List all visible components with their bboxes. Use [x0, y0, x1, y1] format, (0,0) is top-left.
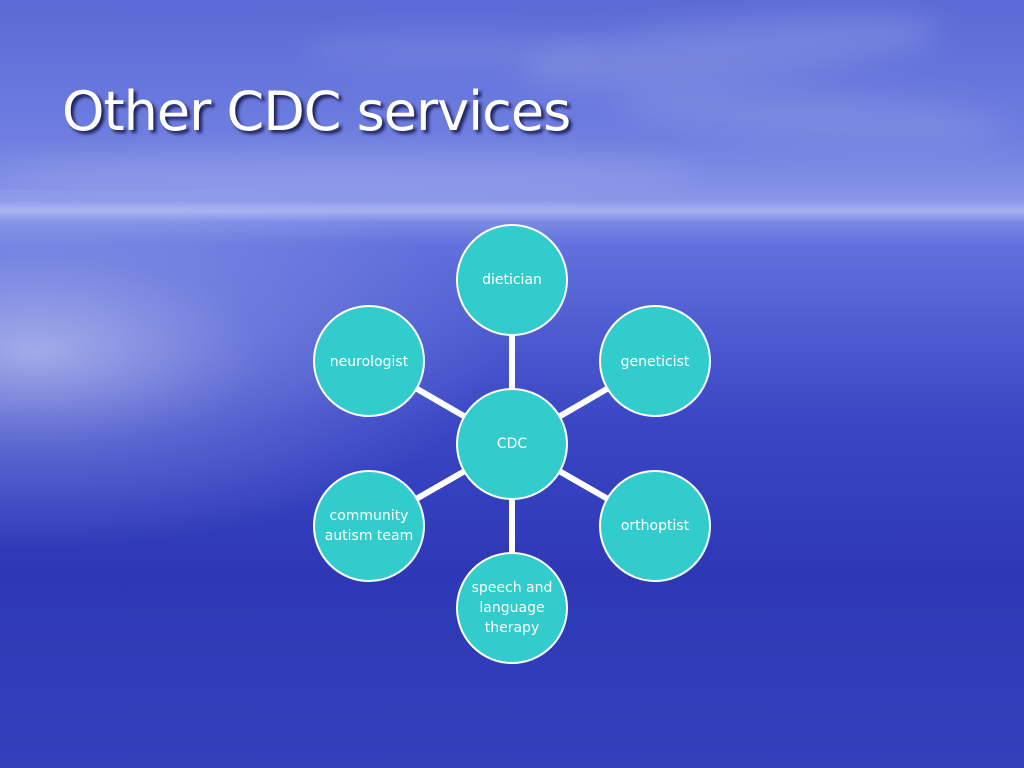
- node-label-line: therapy: [484, 620, 540, 636]
- slide-title: Other CDC services: [62, 80, 571, 143]
- background-horizon: [0, 200, 1024, 222]
- node-speech-and-language-therapy: [456, 552, 568, 664]
- background-cloud: [0, 150, 700, 195]
- node-cdc: [456, 388, 568, 500]
- node-neurologist: [313, 305, 425, 417]
- node-label-dietician: dietician: [460, 270, 564, 290]
- node-label-line: CDC: [496, 436, 528, 452]
- node-label-orthoptist: orthoptist: [603, 516, 707, 536]
- node-label-cdc: CDC: [460, 434, 564, 454]
- node-label-line: autism team: [324, 528, 414, 544]
- node-geneticist: [599, 305, 711, 417]
- node-dietician: [456, 224, 568, 336]
- node-label-line: speech and: [471, 580, 553, 596]
- node-label-line: geneticist: [620, 354, 690, 370]
- node-label-line: neurologist: [329, 354, 409, 370]
- node-label-community-autism-team: community autism team: [317, 506, 421, 546]
- node-label-geneticist: geneticist: [603, 352, 707, 372]
- node-label-line: orthoptist: [620, 518, 690, 534]
- node-label-line: community: [329, 508, 409, 524]
- node-label-line: dietician: [482, 272, 542, 288]
- node-label-line: language: [479, 600, 545, 616]
- node-label-speech-and-language-therapy: speech and language therapy: [460, 578, 564, 638]
- node-community-autism-team: [313, 470, 425, 582]
- background-cloud: [300, 30, 600, 70]
- node-label-neurologist: neurologist: [317, 352, 421, 372]
- node-orthoptist: [599, 470, 711, 582]
